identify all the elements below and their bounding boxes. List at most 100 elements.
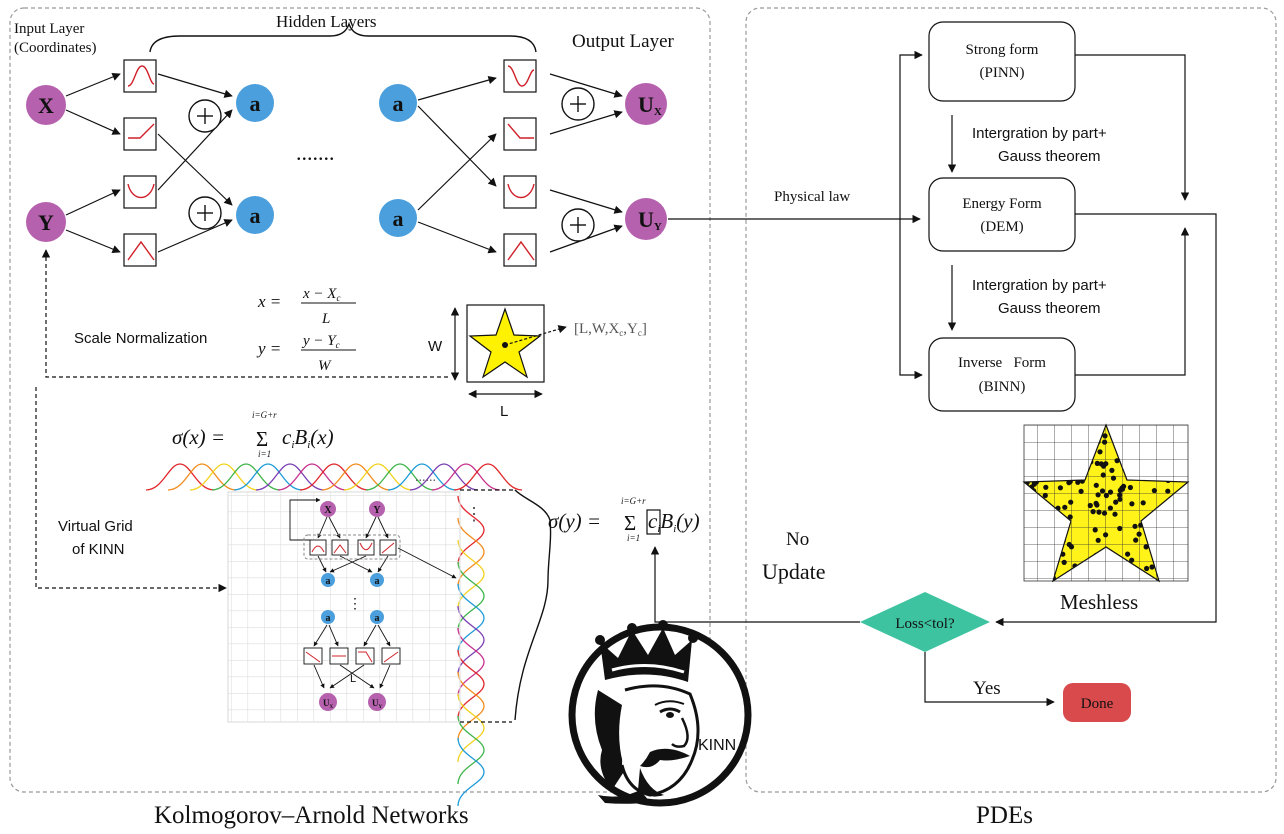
basis-functions-x	[145, 463, 523, 491]
virtual-grid	[227, 491, 461, 723]
collocation-point	[1094, 460, 1100, 466]
svg-text:σ(x) =: σ(x) =	[172, 425, 225, 449]
basis-curve-x	[167, 463, 237, 491]
virtual-grid-label-l1: Virtual Grid	[58, 518, 133, 535]
physical-law-label: Physical law	[774, 189, 850, 205]
grid-vertical-dots: ⋮	[465, 504, 483, 524]
svg-text:a: a	[375, 576, 380, 587]
collocation-point	[1066, 541, 1072, 548]
inverse-form-box	[928, 337, 1076, 412]
loss-label: Loss<tol?	[895, 616, 955, 632]
basis-curve-x	[189, 463, 259, 491]
collocation-point	[1043, 484, 1049, 490]
collocation-point	[1125, 551, 1131, 557]
collocation-point	[1060, 551, 1066, 557]
svg-text:i=1: i=1	[627, 533, 640, 543]
input-node-y-label: Y	[38, 210, 54, 235]
basis-curve-y	[457, 561, 485, 631]
collocation-point	[1129, 557, 1135, 563]
collocation-point	[1102, 439, 1108, 445]
basis-curve-x	[321, 463, 391, 491]
input-node-x-label: X	[38, 93, 54, 118]
done-box	[1063, 683, 1131, 722]
svg-text:y − Yc: y − Yc	[301, 333, 340, 350]
input-layer-sub: (Coordinates)	[14, 40, 96, 56]
collocation-point	[1093, 482, 1099, 488]
basis-curve-y	[457, 715, 485, 785]
hidden-node-a2-label: a	[250, 203, 261, 228]
collocation-point	[1133, 537, 1139, 543]
svg-text:x =: x =	[257, 292, 281, 311]
collocation-point	[1136, 531, 1142, 537]
collocation-point	[1090, 509, 1096, 515]
hidden-node-a3-label: a	[393, 91, 404, 116]
collocation-point	[1107, 489, 1114, 495]
collocation-point	[1151, 488, 1157, 494]
input-node-y	[26, 202, 66, 242]
collocation-point	[1078, 488, 1084, 494]
hidden-node-a1	[236, 84, 274, 122]
collocation-point	[1102, 433, 1108, 439]
collocation-point	[1107, 505, 1113, 511]
basis-curve-x	[431, 463, 501, 491]
integ1-l2: Gauss theorem	[998, 148, 1101, 165]
svg-text:y =: y =	[256, 339, 281, 358]
collocation-point	[1127, 484, 1133, 491]
basis-curve-x	[145, 463, 215, 491]
meshless-domain	[1022, 423, 1190, 583]
basis-curve-x	[453, 463, 523, 491]
activation-boxes-layer2	[503, 59, 537, 267]
svg-text:L: L	[321, 311, 330, 327]
svg-text:W: W	[318, 358, 332, 374]
sigma-x-formula: σ(x) = i=G+r Σ i=1 ciBi(x)	[172, 410, 334, 459]
svg-text:UY: UY	[372, 698, 383, 710]
basis-curve-x	[255, 463, 325, 491]
strong-form-l1: Strong form	[966, 42, 1039, 58]
input-node-x	[26, 85, 66, 125]
kan-panel-border	[9, 7, 711, 793]
basis-curve-x	[343, 463, 413, 491]
scale-normalization-label: Scale Normalization	[74, 330, 207, 347]
basis-curve-y	[457, 737, 485, 807]
svg-text:i=1: i=1	[258, 449, 271, 459]
collocation-point	[1087, 502, 1093, 509]
integ1-l1: Intergration by part+	[972, 125, 1107, 142]
svg-text:X: X	[324, 505, 332, 516]
branch-to-inverse	[899, 219, 923, 380]
basis-curve-x	[211, 463, 281, 491]
energy-form-box	[928, 177, 1076, 252]
activation-boxes-layer1	[123, 59, 157, 267]
collocation-point	[1095, 492, 1101, 498]
collocation-point	[1121, 483, 1127, 489]
hidden-node-a1-label: a	[250, 91, 261, 116]
input-edges	[65, 72, 623, 254]
collocation-point	[1132, 523, 1138, 529]
collocation-point	[1113, 499, 1119, 505]
collocation-point	[1099, 488, 1106, 494]
sigma-y-formula: σ(y) = i=G+r Σ i=1 ciBi(y)	[548, 496, 700, 543]
dim-w-label: W	[428, 338, 443, 355]
output-node-ux-label: UX	[638, 92, 662, 118]
kinn-logo: KINN	[568, 620, 752, 807]
collocation-point	[1100, 472, 1106, 478]
collocation-point	[1092, 527, 1098, 533]
hidden-node-a2	[236, 196, 274, 234]
virtual-grid-label-l2: of KINN	[72, 541, 125, 558]
collocation-point	[1068, 499, 1074, 505]
collocation-point	[1110, 475, 1117, 481]
integ2-l1: Intergration by part+	[972, 277, 1107, 294]
collocation-point	[1165, 488, 1171, 494]
mini-network: X Y a a ⋮ a a L UX UY	[289, 497, 457, 711]
svg-text:i=G+r: i=G+r	[621, 496, 646, 506]
strong-form-box	[928, 21, 1076, 102]
output-node-ux	[625, 83, 667, 125]
collocation-point	[1067, 514, 1073, 520]
svg-text:L: L	[350, 673, 356, 685]
basis-curve-x	[277, 463, 347, 491]
hidden-node-a4	[379, 199, 417, 237]
kan-caption: Kolmogorov–Arnold Networks	[154, 802, 469, 829]
svg-text:⋮: ⋮	[348, 597, 362, 612]
svg-text:a: a	[375, 613, 380, 624]
